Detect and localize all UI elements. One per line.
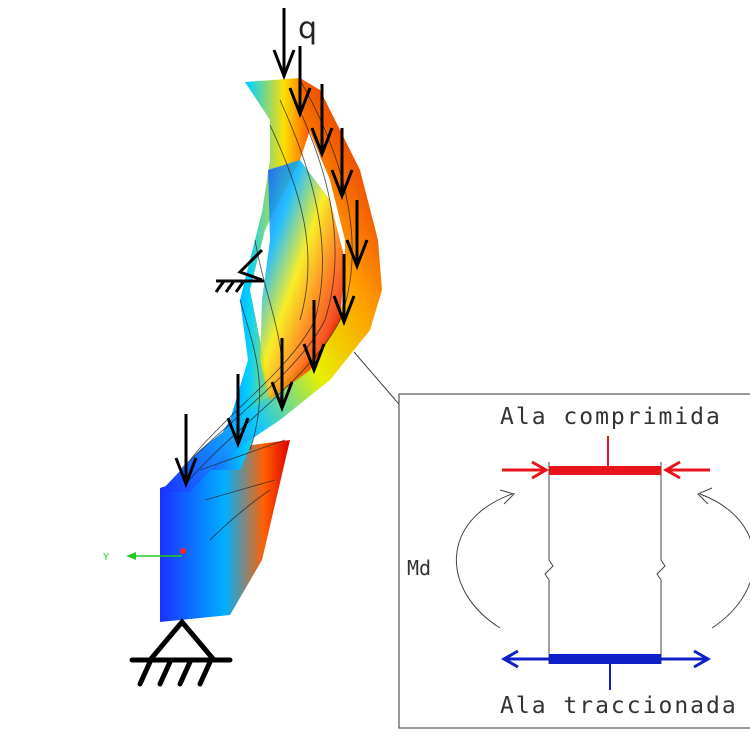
load-arrow <box>302 300 326 375</box>
load-arrow <box>332 254 356 327</box>
web-right-line <box>656 462 666 664</box>
moment-arc-right <box>699 493 750 629</box>
y-axis-label: Y <box>102 552 110 563</box>
tension-arrow-right <box>661 649 712 669</box>
beam-twisted-flange <box>160 78 382 492</box>
top-flange-label: Ala comprimida <box>500 404 722 430</box>
load-arrows <box>174 8 369 489</box>
moment-arc-left <box>455 493 513 629</box>
compression-arrow-left <box>502 460 550 480</box>
load-arrow <box>174 414 198 489</box>
moment-label: Md <box>407 556 431 580</box>
compression-arrow-right <box>662 460 710 480</box>
load-arrow <box>272 8 296 81</box>
section-detail-box: Ala comprimida Ala traccionada <box>398 393 750 729</box>
tension-flange <box>549 654 661 664</box>
deformed-beam <box>160 78 382 622</box>
pinned-support <box>129 618 233 687</box>
load-arrow <box>270 338 294 413</box>
bottom-flange-label: Ala traccionada <box>500 693 738 719</box>
load-arrow <box>345 200 369 271</box>
compressed-flange <box>549 466 661 475</box>
load-arrow <box>226 374 250 449</box>
y-axis-indicator: Y <box>102 548 186 563</box>
load-label: q <box>298 11 317 46</box>
load-arrow <box>288 46 312 119</box>
load-arrow <box>330 128 354 201</box>
tension-arrow-left <box>500 649 549 669</box>
load-arrow <box>310 84 334 159</box>
web-left-line <box>544 462 554 664</box>
detail-leader-line <box>353 351 405 411</box>
lateral-support <box>214 248 264 293</box>
